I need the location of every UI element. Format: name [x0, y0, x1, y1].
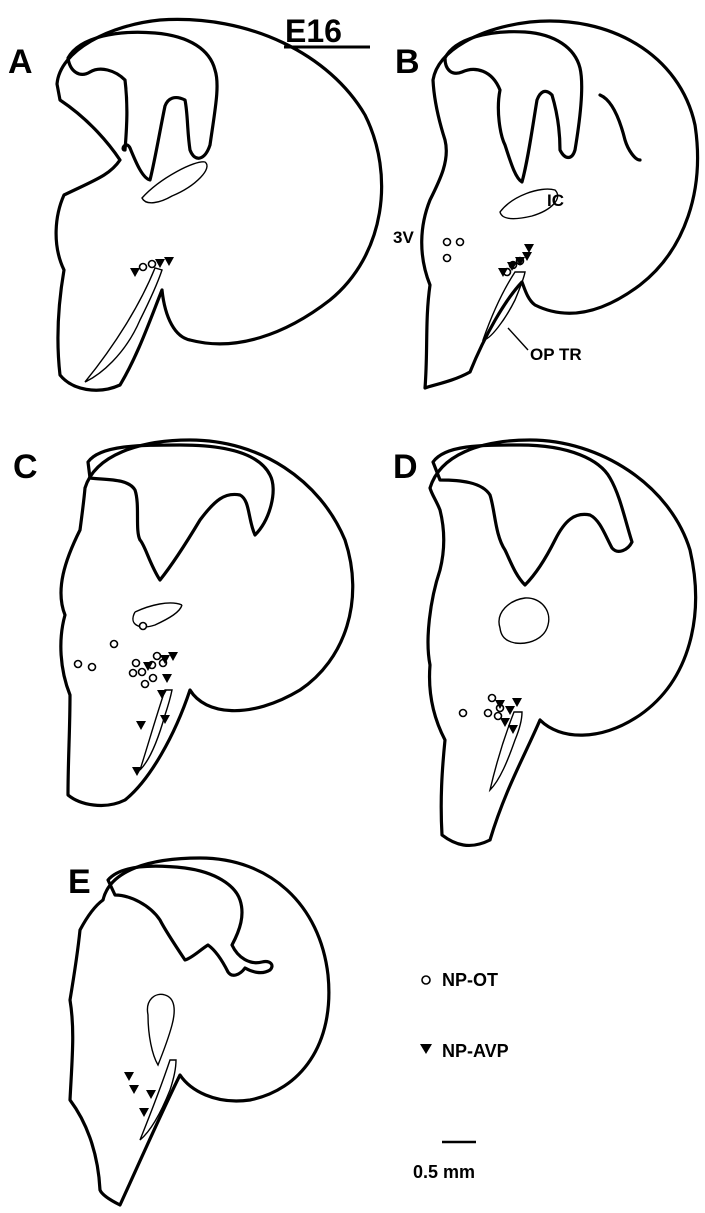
np-ot-marker [89, 664, 96, 671]
panel-d-np-ot-markers [460, 695, 504, 720]
panel-d-internal-capsule-outline [499, 598, 549, 643]
panel-d-letter: D [393, 448, 418, 486]
np-ot-marker [133, 660, 140, 667]
np-avp-marker [512, 698, 522, 707]
np-avp-marker [508, 725, 518, 734]
np-ot-marker [460, 710, 467, 717]
np-avp-marker [157, 690, 167, 699]
filled-triangle-icon [420, 1044, 432, 1054]
panel-a-section-outline [56, 19, 382, 390]
np-avp-marker [146, 1090, 156, 1099]
legend-np-avp: NP-AVP [420, 1041, 509, 1061]
np-ot-marker [139, 669, 146, 676]
panel-a-np-ot-markers [140, 261, 156, 271]
np-ot-marker [130, 670, 137, 677]
panel-a-optic-tract-outline [85, 268, 162, 382]
panel-c-np-ot-markers [75, 623, 167, 688]
np-ot-marker [489, 695, 496, 702]
np-avp-marker [129, 1085, 139, 1094]
np-ot-marker [140, 264, 147, 271]
np-ot-marker [154, 653, 161, 660]
panel-c-ventricle-outline [88, 445, 273, 580]
np-avp-marker [124, 1072, 134, 1081]
panel-e-internal-capsule-outline [147, 994, 174, 1065]
np-avp-marker [524, 244, 534, 253]
panel-b: B IC 3V OP TR [393, 21, 698, 388]
legend-np-ot: NP-OT [422, 970, 498, 990]
np-avp-marker [132, 767, 142, 776]
np-avp-marker [136, 721, 146, 730]
panel-a-ventricle-outline [68, 32, 217, 180]
panel-b-op-tr-leader-line [508, 328, 528, 350]
np-avp-marker [168, 652, 178, 661]
panel-e-ventricle-outline [108, 866, 272, 975]
panel-b-op-tr-label: OP TR [530, 345, 582, 364]
np-ot-marker [485, 710, 492, 717]
np-ot-marker [111, 641, 118, 648]
panel-a: A [8, 19, 382, 390]
panel-c-section-outline [61, 440, 353, 805]
panel-d-ventricle-outline [433, 445, 632, 585]
figure-title: E16 [285, 13, 342, 49]
legend-np-ot-label: NP-OT [442, 970, 498, 990]
panel-c: C [13, 440, 353, 805]
np-ot-marker [457, 239, 464, 246]
np-avp-marker [130, 268, 140, 277]
panel-b-3v-label: 3V [393, 228, 414, 247]
panel-c-letter: C [13, 448, 38, 486]
np-ot-marker [444, 255, 451, 262]
panel-c-optic-tract-outline [140, 690, 172, 770]
np-ot-marker [140, 623, 147, 630]
panel-e-letter: E [68, 863, 91, 901]
panel-b-ventricle-outline [445, 32, 582, 182]
np-ot-marker [444, 239, 451, 246]
np-ot-marker [150, 675, 157, 682]
scale-bar: 0.5 mm [413, 1142, 476, 1182]
np-ot-marker [75, 661, 82, 668]
np-avp-marker [155, 259, 165, 268]
np-ot-marker [142, 681, 149, 688]
panel-b-letter: B [395, 43, 420, 81]
legend: NP-OT NP-AVP [420, 970, 509, 1061]
panel-b-ventricle-notch [600, 95, 640, 160]
open-circle-icon [422, 976, 430, 984]
np-avp-marker [139, 1108, 149, 1117]
panel-d: D [393, 440, 696, 845]
np-avp-marker [160, 715, 170, 724]
np-avp-marker [164, 257, 174, 266]
panel-e: E [68, 858, 329, 1205]
panel-e-section-outline [70, 858, 329, 1205]
np-ot-marker [149, 261, 156, 268]
np-avp-marker [162, 674, 172, 683]
panel-d-section-outline [428, 440, 696, 845]
panel-b-ic-label: IC [547, 191, 564, 210]
panel-a-letter: A [8, 43, 33, 81]
legend-np-avp-label: NP-AVP [442, 1041, 509, 1061]
panel-e-optic-tract-outline [140, 1060, 176, 1140]
scale-bar-label: 0.5 mm [413, 1162, 475, 1182]
